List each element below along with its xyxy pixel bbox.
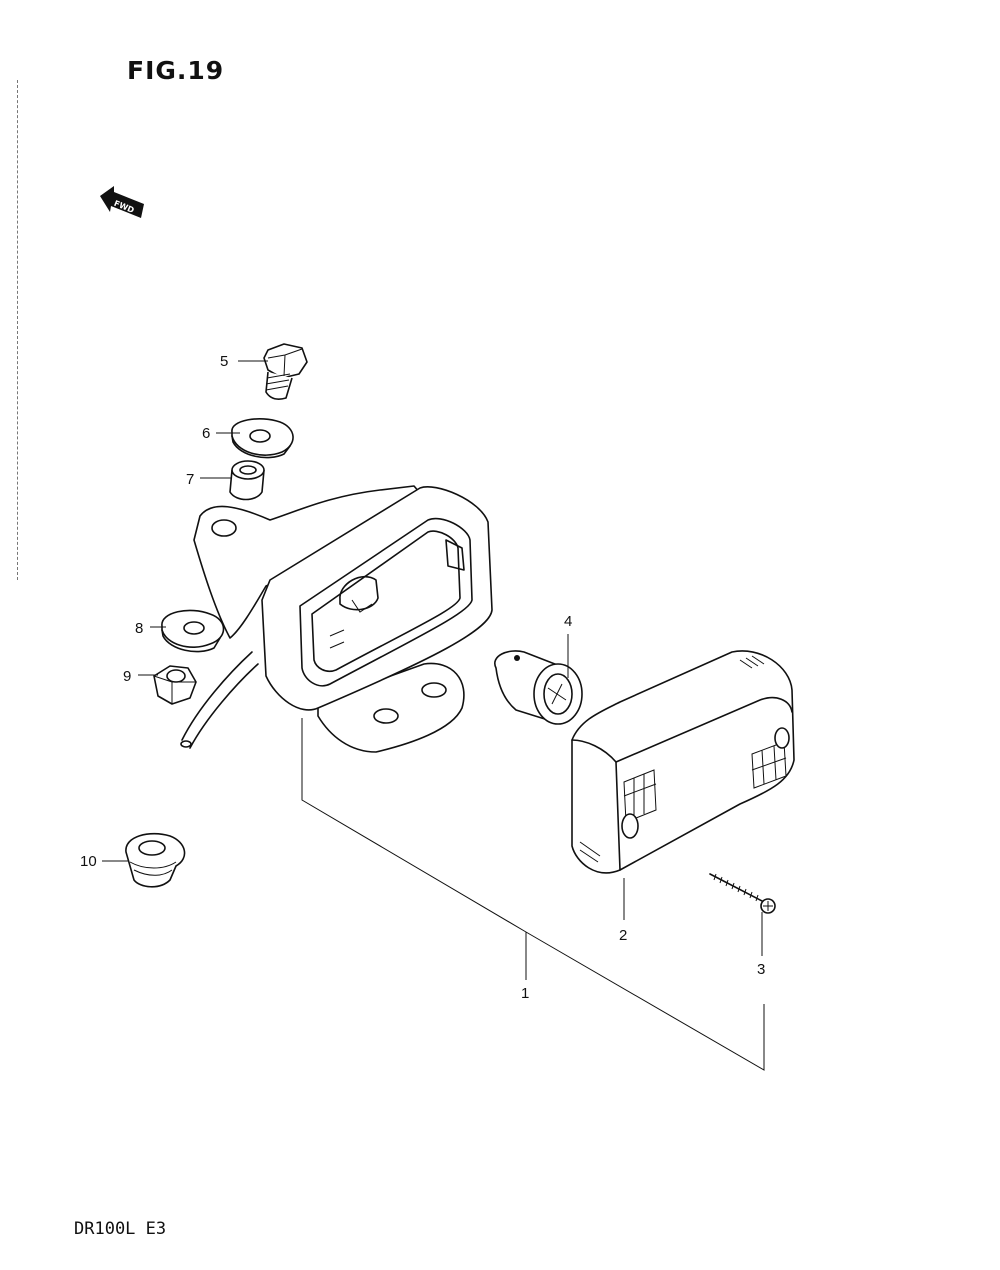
callout-8: 8 xyxy=(135,620,143,637)
lamp-housing-part xyxy=(180,485,493,753)
callout-9: 9 xyxy=(123,668,131,685)
bolt-part xyxy=(263,343,308,400)
screw-part xyxy=(709,873,776,914)
callout-5: 5 xyxy=(220,353,228,370)
washer-part-lower xyxy=(161,609,225,653)
scan-edge-mark xyxy=(17,80,18,580)
washer-part-upper xyxy=(231,418,294,459)
nut-part xyxy=(153,665,197,705)
callout-3: 3 xyxy=(757,961,765,978)
grommet-part xyxy=(125,832,186,888)
bulb-part xyxy=(494,650,583,725)
figure-title: FIG.19 xyxy=(127,56,225,85)
callout-4: 4 xyxy=(564,613,572,630)
callout-6: 6 xyxy=(202,425,210,442)
fwd-arrow-icon: FWD xyxy=(100,186,144,218)
callout-7: 7 xyxy=(186,471,194,488)
callout-10: 10 xyxy=(80,853,97,870)
callout-2: 2 xyxy=(619,927,627,944)
leader-lines xyxy=(102,360,765,1071)
lens-part xyxy=(571,650,795,874)
callout-1: 1 xyxy=(521,985,529,1002)
model-code: DR100L E3 xyxy=(74,1219,167,1239)
spacer-part xyxy=(229,460,265,501)
